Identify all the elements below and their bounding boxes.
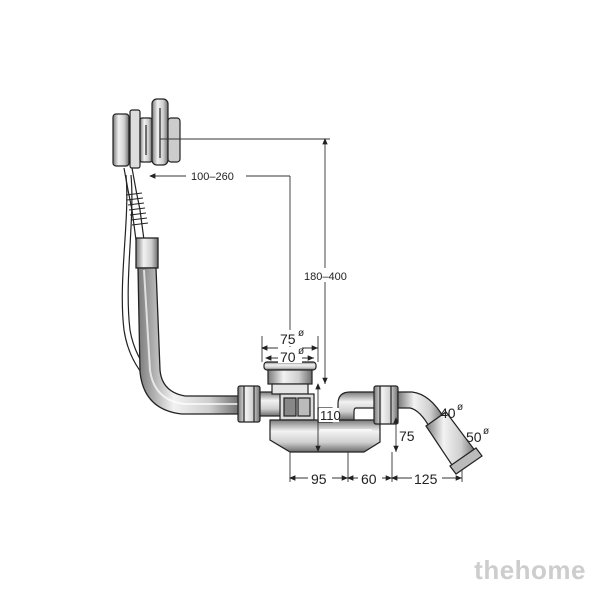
dimension-labels: 100–260 180–400 75 ø 70 ø 110 75 95 60 1…: [186, 168, 489, 487]
waste-plug: [263, 361, 317, 395]
outlet-elbow: [337, 385, 445, 429]
diameter-symbol-40: ø: [457, 402, 463, 413]
watermark-logo: thehome: [474, 555, 586, 585]
label-50-diameter: 50: [466, 429, 482, 445]
label-60: 60: [361, 471, 377, 487]
diameter-symbol-70: ø: [298, 346, 304, 357]
label-75-diameter: 75: [280, 331, 296, 347]
label-40-diameter: 40: [440, 405, 456, 421]
outlet-pipe: [425, 411, 483, 475]
label-180-400: 180–400: [304, 271, 347, 283]
union-nut-left: [237, 385, 283, 423]
label-125: 125: [414, 471, 438, 487]
label-70-diameter: 70: [280, 349, 296, 365]
overflow-head: [112, 98, 181, 169]
diameter-symbol-75: ø: [298, 328, 304, 339]
waste-body: [269, 393, 381, 453]
label-110: 110: [320, 408, 341, 423]
overflow-pipe: [135, 237, 241, 415]
label-75-height: 75: [399, 428, 415, 444]
label-100-260: 100–260: [191, 171, 234, 183]
label-95: 95: [311, 471, 327, 487]
diameter-symbol-50: ø: [483, 426, 489, 437]
flexible-hose: [121, 167, 211, 411]
